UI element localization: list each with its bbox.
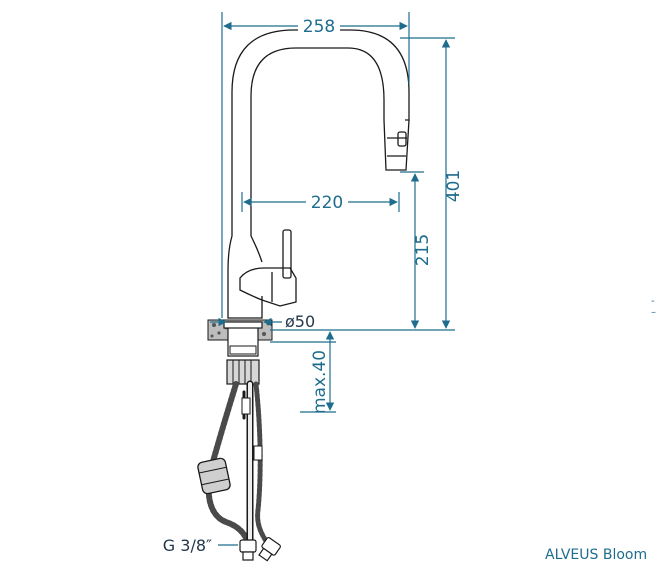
- label-deck-thickness: max.40: [310, 350, 330, 414]
- dimension-labels: 258 220 215 401 ø50 max.40 G 3/8″: [163, 14, 464, 555]
- faucet-outline: [227, 29, 410, 319]
- faucet-body: [227, 235, 263, 319]
- edge-mark: - –: [651, 296, 656, 318]
- mounting-nut: [226, 359, 260, 385]
- label-258: 258: [303, 17, 335, 37]
- product-label: ALVEUS Bloom: [545, 547, 648, 563]
- lever-housing: [239, 267, 297, 307]
- label-thread: G 3/8″: [163, 536, 212, 555]
- label-401: 401: [444, 170, 464, 202]
- label-215: 215: [413, 234, 433, 266]
- deck-mounting: [207, 319, 273, 385]
- hose-weight: [197, 457, 231, 495]
- hose-connectors: [239, 537, 281, 562]
- lever-handle: [282, 229, 292, 279]
- spout-inner: [250, 47, 385, 236]
- label-base-diameter: ø50: [285, 312, 315, 331]
- label-220: 220: [311, 193, 343, 213]
- supply-hoses: [205, 380, 271, 548]
- spray-head: [383, 119, 410, 171]
